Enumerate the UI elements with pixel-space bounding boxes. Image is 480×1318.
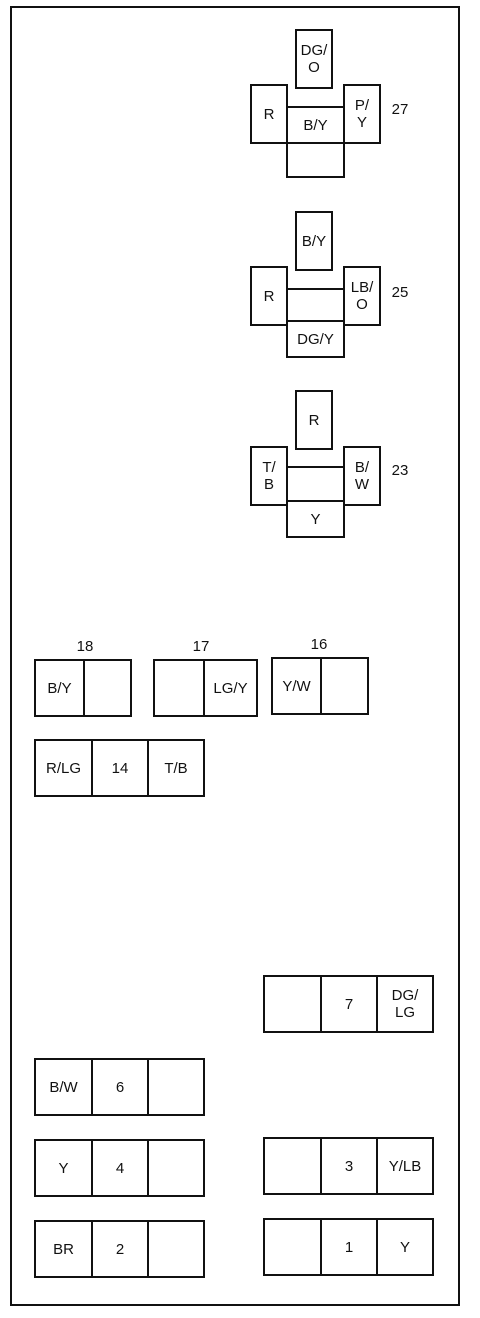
fuse-7-left-cell (263, 975, 322, 1033)
relay-27-bottom-terminal (286, 142, 345, 178)
fuse-2: BR 2 (34, 1220, 205, 1278)
fuse-3-right-cell: Y/LB (376, 1137, 434, 1195)
relay-27-right-terminal: P/ Y (343, 84, 381, 144)
relay-25-coil-line (288, 288, 343, 290)
fuse-1: 1 Y (263, 1218, 434, 1276)
relay-23-top-terminal: R (295, 390, 333, 450)
fuse-17-left-cell (153, 659, 205, 717)
fuse-3-number-cell: 3 (320, 1137, 378, 1195)
fuse-17-right-cell: LG/Y (203, 659, 258, 717)
fuse-18-right-cell (83, 659, 132, 717)
fuse-4-left-cell: Y (34, 1139, 93, 1197)
fuse-2-left-cell: BR (34, 1220, 93, 1278)
relay-23-bottom-terminal: Y (286, 500, 345, 538)
fuse-14-right-cell: T/B (147, 739, 205, 797)
fuse-17-number: 17 (192, 638, 210, 655)
fuse-14: R/LG 14 T/B (34, 739, 205, 797)
relay-27-top-terminal: DG/ O (295, 29, 333, 89)
fuse-18-number: 18 (76, 638, 94, 655)
fuse-7-number-cell: 7 (320, 975, 378, 1033)
fuse-3: 3 Y/LB (263, 1137, 434, 1195)
fuse-4: Y 4 (34, 1139, 205, 1197)
fuse-panel-outline (10, 6, 460, 1306)
relay-23-coil-line (288, 466, 343, 468)
relay-25-top-terminal: B/Y (295, 211, 333, 271)
fuse-16-left-cell: Y/W (271, 657, 322, 715)
fuse-6: B/W 6 (34, 1058, 205, 1116)
relay-25-left-terminal: R (250, 266, 288, 326)
fuse-4-number-cell: 4 (91, 1139, 149, 1197)
relay-27-left-terminal: R (250, 84, 288, 144)
fuse-16-right-cell (320, 657, 369, 715)
fuse-7: 7 DG/ LG (263, 975, 434, 1033)
fuse-3-left-cell (263, 1137, 322, 1195)
relay-23-right-terminal: B/ W (343, 446, 381, 506)
fuse-6-number-cell: 6 (91, 1058, 149, 1116)
relay-27-number: 27 (391, 101, 409, 118)
fuse-6-left-cell: B/W (34, 1058, 93, 1116)
fuse-1-left-cell (263, 1218, 322, 1276)
relay-25-right-terminal: LB/ O (343, 266, 381, 326)
relay-23-number: 23 (391, 462, 409, 479)
fuse-1-right-cell: Y (376, 1218, 434, 1276)
relay-25-bottom-terminal: DG/Y (286, 320, 345, 358)
fuse-16: Y/W (271, 657, 369, 715)
fuse-2-number-cell: 2 (91, 1220, 149, 1278)
fuse-18: B/Y (34, 659, 132, 717)
fuse-16-number: 16 (310, 636, 328, 653)
relay-23-left-terminal: T/ B (250, 446, 288, 506)
fuse-17: LG/Y (153, 659, 258, 717)
fuse-6-right-cell (147, 1058, 205, 1116)
relay-25-number: 25 (391, 284, 409, 301)
relay-27-center-terminal: B/Y (286, 106, 345, 144)
fuse-1-number-cell: 1 (320, 1218, 378, 1276)
fuse-7-right-cell: DG/ LG (376, 975, 434, 1033)
fuse-14-left-cell: R/LG (34, 739, 93, 797)
fuse-2-right-cell (147, 1220, 205, 1278)
fuse-14-number-cell: 14 (91, 739, 149, 797)
fuse-4-right-cell (147, 1139, 205, 1197)
fuse-18-left-cell: B/Y (34, 659, 85, 717)
